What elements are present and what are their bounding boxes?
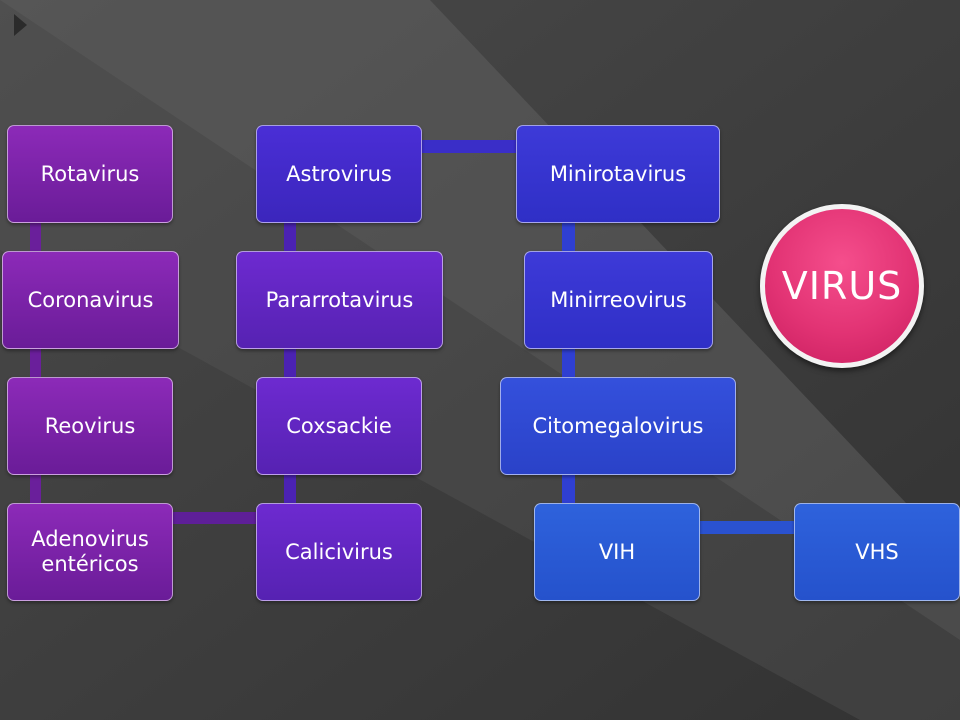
node-coxsackie: Coxsackie — [256, 377, 422, 475]
node-reovirus: Reovirus — [7, 377, 173, 475]
node-label: Coronavirus — [27, 287, 154, 312]
node-label: Minirotavirus — [549, 161, 687, 186]
node-astrovirus: Astrovirus — [256, 125, 422, 223]
node-label: VIH — [598, 539, 636, 564]
node-label: Coxsackie — [286, 413, 392, 438]
node-rotavirus: Rotavirus — [7, 125, 173, 223]
node-minirreovirus: Minirreovirus — [524, 251, 713, 349]
node-label: Astrovirus — [286, 161, 392, 186]
node-pararrotavirus: Pararrotavirus — [236, 251, 443, 349]
node-calicivirus: Calicivirus — [256, 503, 422, 601]
node-label: Rotavirus — [40, 161, 140, 186]
node-label: Pararrotavirus — [265, 287, 414, 312]
bullet-arrow-icon — [14, 14, 27, 36]
node-label: Citomegalovirus — [532, 413, 704, 438]
node-label: Calicivirus — [285, 539, 393, 564]
node-vhs: VHS — [794, 503, 960, 601]
node-minirotavirus: Minirotavirus — [516, 125, 720, 223]
node-coronavirus: Coronavirus — [2, 251, 179, 349]
diagram-title: VIRUS — [781, 264, 903, 308]
node-label: Reovirus — [44, 413, 136, 438]
node-citomegalovirus: Citomegalovirus — [500, 377, 736, 475]
virus-title-circle: VIRUS — [760, 204, 924, 368]
node-label: VHS — [855, 539, 899, 564]
node-label: Minirreovirus — [550, 287, 687, 312]
node-vih: VIH — [534, 503, 700, 601]
node-label: Adenovirus entéricos — [31, 527, 149, 576]
node-adenovirus: Adenovirus entéricos — [7, 503, 173, 601]
